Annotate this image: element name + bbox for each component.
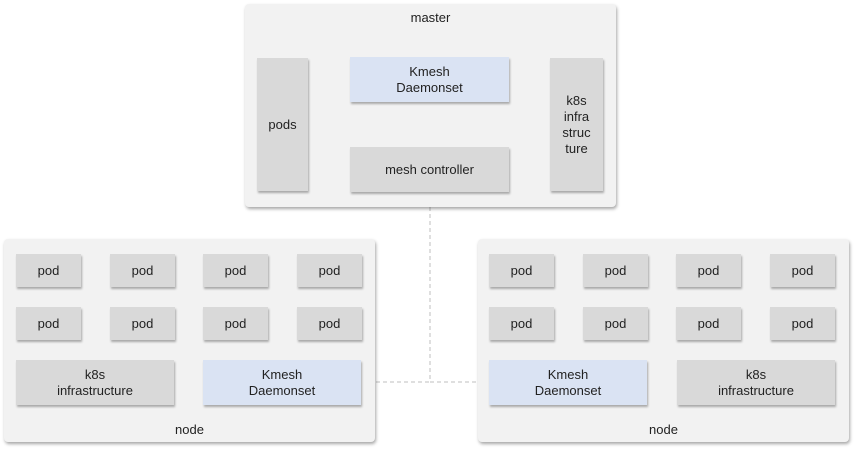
pod-box: pod xyxy=(583,307,648,340)
node-panel-right: pod pod pod pod pod pod pod pod Kmesh Da… xyxy=(478,239,849,442)
node-kmesh-daemonset-box: Kmesh Daemonset xyxy=(489,360,647,405)
mesh-controller-box: mesh controller xyxy=(350,147,509,192)
master-pods-box: pods xyxy=(257,58,308,191)
pod-box: pod xyxy=(203,307,268,340)
pod-box: pod xyxy=(583,254,648,287)
master-panel: master pods Kmesh Daemonset mesh control… xyxy=(245,4,616,207)
pod-box: pod xyxy=(110,254,175,287)
master-k8s-infrastructure-box: k8s infra struc ture xyxy=(550,58,603,191)
pod-box: pod xyxy=(297,307,362,340)
node-label: node xyxy=(649,422,678,437)
pod-box: pod xyxy=(16,307,81,340)
pod-box: pod xyxy=(770,307,835,340)
node-kmesh-daemonset-box: Kmesh Daemonset xyxy=(203,360,361,405)
pod-box: pod xyxy=(297,254,362,287)
pod-box: pod xyxy=(489,307,554,340)
master-label: master xyxy=(410,10,451,25)
master-kmesh-daemonset-box: Kmesh Daemonset xyxy=(350,57,509,102)
pod-box: pod xyxy=(676,254,741,287)
node-k8s-infrastructure-box: k8s infrastructure xyxy=(677,360,835,405)
pod-box: pod xyxy=(203,254,268,287)
pod-box: pod xyxy=(489,254,554,287)
pod-box: pod xyxy=(676,307,741,340)
pod-box: pod xyxy=(110,307,175,340)
node-panel-left: pod pod pod pod pod pod pod pod k8s infr… xyxy=(4,239,375,442)
node-label: node xyxy=(175,422,204,437)
pod-box: pod xyxy=(770,254,835,287)
pod-box: pod xyxy=(16,254,81,287)
node-k8s-infrastructure-box: k8s infrastructure xyxy=(16,360,174,405)
